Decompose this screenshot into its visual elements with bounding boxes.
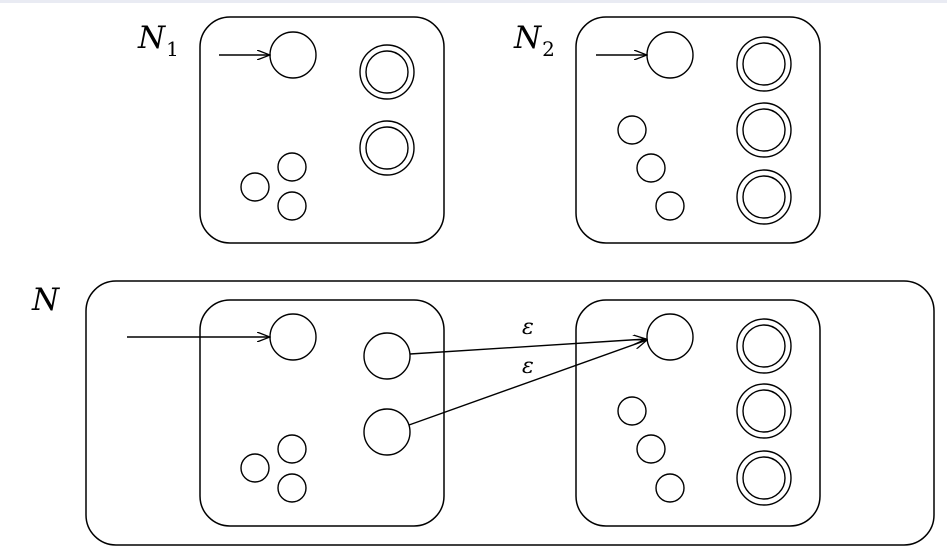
- n1-label: N1: [137, 20, 179, 61]
- n-n2-start-state: [646, 313, 694, 361]
- n-start-state: [269, 313, 317, 361]
- n-accept-state-3: [736, 450, 792, 506]
- n2-accept-state-3: [736, 169, 792, 225]
- n1-start-state: [269, 31, 317, 79]
- n-former-accept-state-1: [363, 332, 411, 380]
- n-n2-state: [636, 434, 666, 464]
- n2-state: [617, 115, 647, 145]
- n-outer-box: [85, 280, 935, 546]
- n2-state: [655, 191, 685, 221]
- epsilon-label-2: ε: [522, 354, 534, 379]
- n1-state: [240, 172, 270, 202]
- n-inner-n2-box: [575, 299, 821, 527]
- automaton-n: N ε ε: [31, 280, 935, 546]
- n1-accept-state-1: [359, 44, 415, 100]
- n1-accept-state-2: [359, 120, 415, 176]
- automaton-n1: N1: [137, 16, 445, 244]
- n-former-accept-state-2: [363, 408, 411, 456]
- n2-state: [636, 153, 666, 183]
- n1-state: [277, 152, 307, 182]
- n1-box: [199, 16, 445, 244]
- n2-start-state: [646, 31, 694, 79]
- automaton-n2: N2: [513, 16, 821, 244]
- n-accept-state-1: [736, 318, 792, 374]
- n1-state: [277, 191, 307, 221]
- epsilon-transition-1: [409, 339, 646, 355]
- n-n1-state: [277, 473, 307, 503]
- n-n1-state: [240, 453, 270, 483]
- n-n1-state: [277, 434, 307, 464]
- n-label: N: [31, 282, 61, 318]
- n-n2-state: [655, 473, 685, 503]
- epsilon-transition-2: [408, 340, 647, 426]
- n-inner-n1-box: [199, 299, 445, 527]
- n-accept-state-2: [736, 383, 792, 439]
- n2-label: N2: [513, 20, 555, 61]
- epsilon-label-1: ε: [522, 315, 534, 340]
- n-n2-state: [617, 396, 647, 426]
- n2-box: [575, 16, 821, 244]
- n2-accept-state-1: [736, 36, 792, 92]
- n2-accept-state-2: [736, 102, 792, 158]
- top-rule: [0, 0, 947, 3]
